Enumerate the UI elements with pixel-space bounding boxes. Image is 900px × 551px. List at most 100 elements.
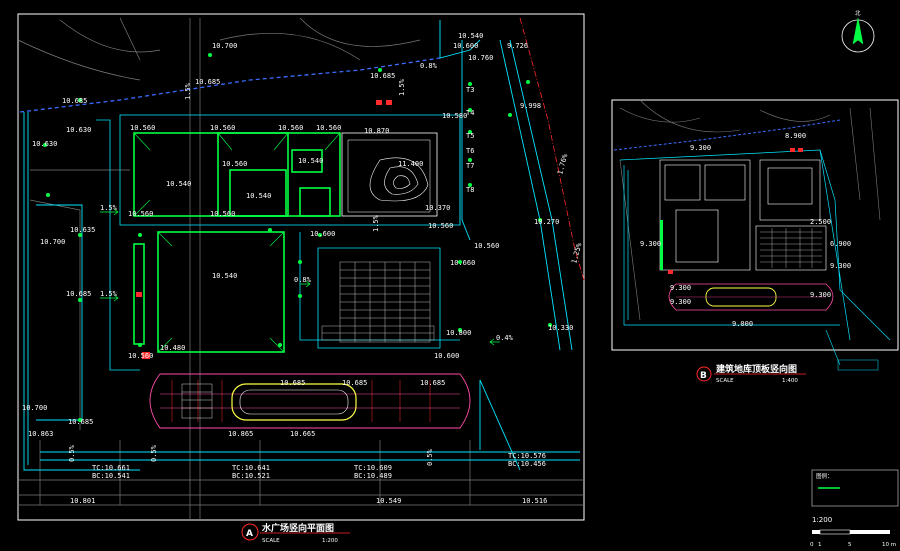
elev-label: 10.560: [130, 124, 155, 132]
grid-label: T4: [466, 109, 474, 117]
slope-label: 1.5%: [372, 214, 380, 232]
plan-a-title-text: 水广场竖向平面图: [262, 522, 334, 534]
elev-label: 10.270: [534, 218, 559, 226]
elev-label: 9.726: [507, 42, 528, 50]
plan-b-title: B 建筑地库顶板竖向图 SCALE 1:400: [696, 363, 806, 384]
elev-label: 10.560: [222, 160, 247, 168]
bar-scale-tick: 10 m: [882, 542, 896, 548]
tc-label: TC:10.661: [92, 464, 130, 472]
elev-label: 10.660: [450, 259, 475, 267]
elev-label-b: 6.900: [830, 240, 851, 248]
tc-label: TC:10.576: [508, 452, 546, 460]
elev-label: 10.560: [278, 124, 303, 132]
elev-label: 10.685: [66, 290, 91, 298]
elev-label: 10.560: [210, 124, 235, 132]
elev-label: 10.560: [128, 210, 153, 218]
elev-label: 10.540: [246, 192, 271, 200]
building-sub-4: [299, 187, 331, 217]
elev-label: 10.635: [70, 226, 95, 234]
elev-label: 10.685: [370, 72, 395, 80]
elev-label-b: 8.900: [785, 132, 806, 140]
legend: 图例：: [811, 469, 899, 507]
curb-labels: TC:10.661 BC:10.541 TC:10.641 BC:10.521 …: [92, 452, 546, 480]
elevation-labels: 10.700 10.685 10.600 10.685 10.685 10.63…: [22, 32, 573, 505]
slope-label: 1.25%: [570, 241, 583, 264]
grid-label: T6: [466, 147, 474, 155]
elev-label: 10.801: [70, 497, 95, 505]
elev-label: 10.560: [128, 352, 153, 360]
elev-label: 10.863: [28, 430, 53, 438]
bar-scale-tick: 1: [818, 542, 822, 548]
grid-label: T5: [466, 132, 474, 140]
elev-label: 10.630: [32, 140, 57, 148]
plan-b-title-text: 建筑地库顶板竖向图: [716, 363, 797, 375]
building-sub-2: [229, 169, 287, 217]
elev-label: 10.560: [474, 242, 499, 250]
elev-label: 10.549: [376, 497, 401, 505]
elev-label: 10.685: [195, 78, 220, 86]
plan-a-scale-label: SCALE: [262, 538, 280, 544]
site-boundary-blue: [19, 57, 441, 113]
elev-label: 10.560: [210, 210, 235, 218]
elev-label: 10.540: [458, 32, 483, 40]
elev-label: 10.665: [290, 430, 315, 438]
tc-label: TC:10.641: [232, 464, 270, 472]
elev-label: 10.540: [298, 157, 323, 165]
elev-label: 10.685: [280, 379, 305, 387]
elev-label: 10.870: [364, 127, 389, 135]
seating-block: [321, 261, 435, 343]
elev-label: 10.516: [522, 497, 547, 505]
grid-label: T7: [466, 162, 474, 170]
plan-b-marker-letter: B: [700, 371, 707, 381]
elev-label: 10.560: [316, 124, 341, 132]
context-lines: [17, 17, 584, 520]
bc-label: BC:10.456: [508, 460, 546, 468]
plan-b-marker: [696, 366, 712, 382]
elev-label: 10.540: [212, 272, 237, 280]
bc-label: BC:10.521: [232, 472, 270, 480]
tc-label: TC:10.609: [354, 464, 392, 472]
grid-label: T3: [466, 86, 474, 94]
grid-label: T8: [466, 186, 474, 194]
elev-label: 10.865: [228, 430, 253, 438]
bar-scale-tick: 0: [810, 542, 814, 548]
slope-label: 0.8%: [420, 62, 438, 70]
building-block-north: [133, 132, 341, 217]
red-markers: [136, 100, 392, 359]
building-sub-3: [291, 149, 323, 173]
elev-label-b: 9.300: [670, 298, 691, 306]
elev-label: 10.370: [425, 204, 450, 212]
plan-a-marker: [241, 523, 259, 541]
elev-label: 10.600: [434, 352, 459, 360]
elev-label-b: 2.500: [810, 218, 831, 226]
elev-label: 10.560: [428, 222, 453, 230]
slope-label: 0.5%: [150, 444, 158, 462]
underground-structure: [149, 373, 471, 429]
slope-label: 1.76%: [556, 152, 569, 175]
plan-a-frame: [17, 13, 585, 521]
road-centerline-red: [519, 17, 585, 281]
elev-label-b: 9.300: [810, 291, 831, 299]
elev-label: 10.700: [212, 42, 237, 50]
plan-a-scale-value: 1:200: [322, 538, 338, 544]
plan-b-scale-value: 1:400: [782, 378, 798, 384]
elev-label: 10.685: [68, 418, 93, 426]
elev-label: 10.580: [442, 112, 467, 120]
building-block-south: [157, 231, 285, 353]
elev-label-b: 9.300: [670, 284, 691, 292]
slope-label: 1.5%: [398, 78, 406, 96]
plan-a-marker-letter: A: [246, 529, 253, 539]
spot-markers: [43, 53, 552, 422]
elev-label: 10.800: [446, 329, 471, 337]
elev-label: 10.630: [66, 126, 91, 134]
slope-label: 0.5%: [426, 448, 434, 466]
plan-b-scale-label: SCALE: [716, 378, 734, 384]
bar-scale: 1:200 0 1 5 10 m: [810, 516, 896, 548]
slope-label: 1.5%: [184, 82, 192, 100]
plan-b-frame: [611, 99, 899, 351]
slope-label: 0.4%: [496, 334, 514, 342]
north-label: 北: [855, 9, 861, 17]
elev-label-b: 9.000: [732, 320, 753, 328]
plan-b: 8.900 9.300 9.300 2.500 6.900 9.300 9.30…: [611, 99, 899, 384]
